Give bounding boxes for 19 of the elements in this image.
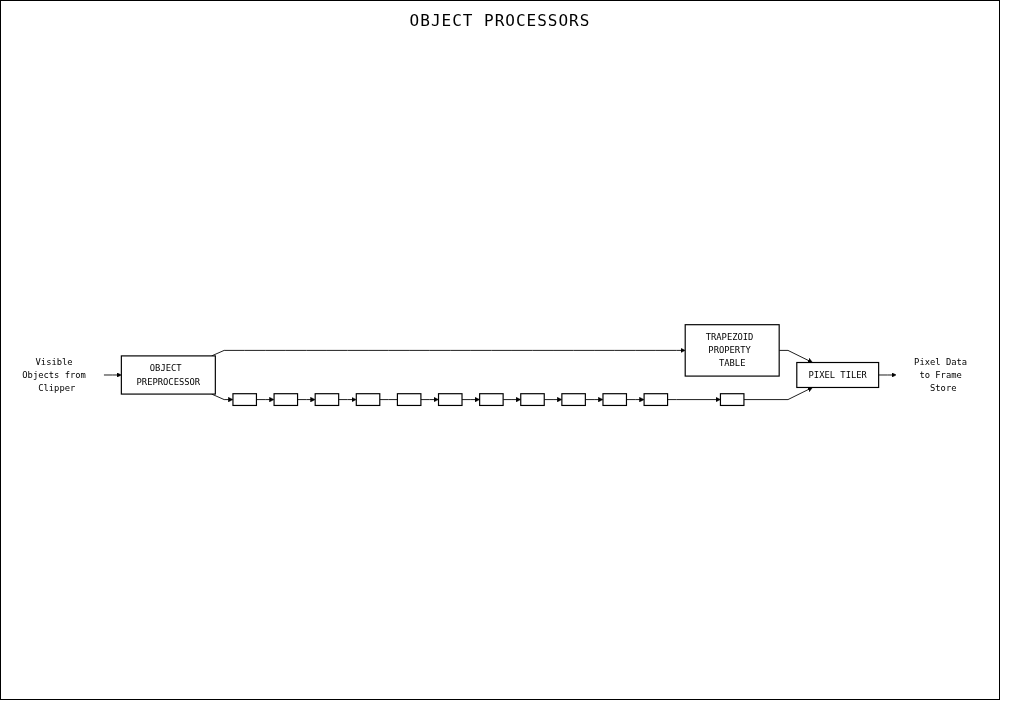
node-box [396, 393, 422, 407]
node-text: Pixel Data to Frame Store [914, 356, 968, 394]
node-text: Visible Objects from Clipper [22, 356, 86, 394]
node-box: OBJECT PREPROCESSOR [120, 355, 216, 396]
node-box [561, 393, 586, 407]
node-box: PIXEL TILER [796, 362, 880, 389]
node-box [273, 393, 299, 407]
node-box [437, 393, 463, 407]
node-box [232, 393, 258, 407]
node-box [602, 393, 628, 407]
connector [379, 399, 398, 401]
node-box [643, 393, 669, 407]
group-label: OBJECT PROCESSORS [409, 11, 591, 30]
node-box [520, 393, 545, 407]
node-box [355, 393, 381, 407]
node-box [719, 393, 745, 407]
node-box [314, 393, 340, 407]
node-box: TRAPEZOID PROPERTY TABLE [684, 324, 780, 378]
node-box [479, 393, 504, 407]
